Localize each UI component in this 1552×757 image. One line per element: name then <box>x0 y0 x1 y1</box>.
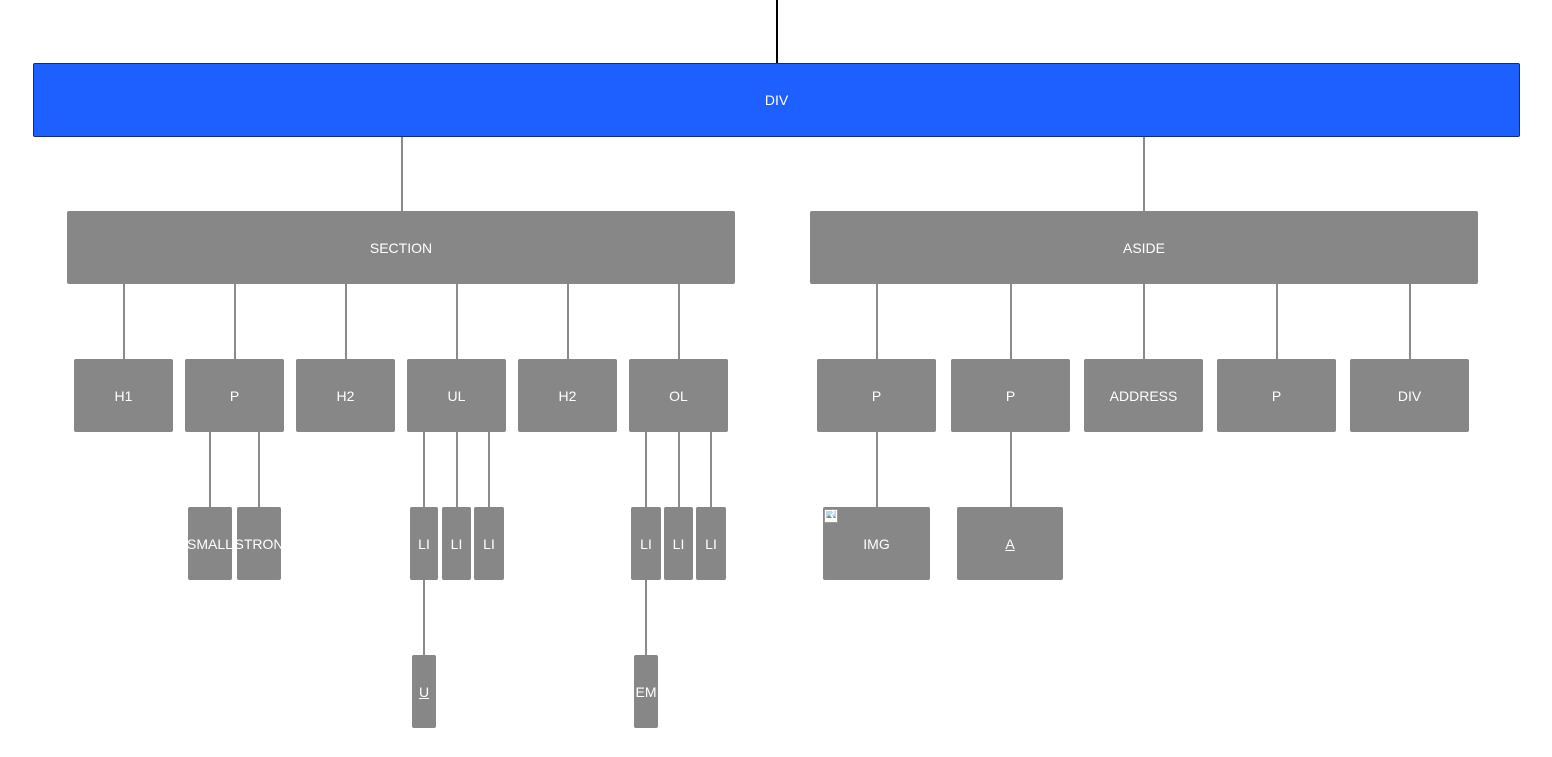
node-img[interactable]: IMG <box>823 507 930 580</box>
connector-aside-p-3 <box>1276 284 1278 359</box>
node-section[interactable]: SECTION <box>67 211 735 284</box>
broken-image-icon <box>824 509 838 523</box>
node-small[interactable]: SMALL <box>188 507 232 580</box>
node-label: SMALL <box>188 535 232 552</box>
node-label: EM <box>635 683 657 700</box>
node-label: LI <box>672 535 685 552</box>
connector-ol-li-1 <box>645 432 647 507</box>
node-ul[interactable]: UL <box>407 359 506 432</box>
node-address[interactable]: ADDRESS <box>1084 359 1203 432</box>
connector-ol-li-2 <box>678 432 680 507</box>
connector-ul-li-1 <box>423 432 425 507</box>
node-label: H1 <box>114 387 133 404</box>
connector-li-em <box>645 580 647 655</box>
node-label: STRON <box>237 535 281 552</box>
node-label: U <box>418 683 430 700</box>
connector-ul-li-2 <box>456 432 458 507</box>
connector-aside-address <box>1143 284 1145 359</box>
connector-section-ul <box>456 284 458 359</box>
connector-p-img <box>876 432 878 507</box>
root-parent-connector <box>776 0 778 64</box>
node-div-root[interactable]: DIV <box>33 63 1520 137</box>
node-strong[interactable]: STRON <box>237 507 281 580</box>
node-label: ADDRESS <box>1109 387 1178 404</box>
connector-ul-li-3 <box>488 432 490 507</box>
node-u[interactable]: U <box>412 655 436 728</box>
node-p-aside-2[interactable]: P <box>951 359 1070 432</box>
node-em[interactable]: EM <box>634 655 658 728</box>
connector-div-section <box>401 137 403 212</box>
connector-section-ol <box>678 284 680 359</box>
node-label: OL <box>669 387 688 404</box>
node-li-ol-1[interactable]: LI <box>631 507 661 580</box>
node-div-aside[interactable]: DIV <box>1350 359 1469 432</box>
connector-li-u <box>423 580 425 655</box>
connector-aside-p-1 <box>876 284 878 359</box>
node-label: P <box>871 387 882 404</box>
node-label: LI <box>418 535 430 552</box>
connector-section-h2 <box>345 284 347 359</box>
connector-p-strong <box>258 432 260 507</box>
node-li-ul-2[interactable]: LI <box>442 507 471 580</box>
node-label: P <box>1005 387 1016 404</box>
connector-section-h1 <box>123 284 125 359</box>
node-ol[interactable]: OL <box>629 359 728 432</box>
node-label: UL <box>447 387 466 404</box>
node-p-aside-1[interactable]: P <box>817 359 936 432</box>
node-label: LI <box>640 535 652 552</box>
node-label: DIV <box>1397 387 1422 404</box>
node-p-section[interactable]: P <box>185 359 284 432</box>
connector-section-p <box>234 284 236 359</box>
node-a[interactable]: A <box>957 507 1063 580</box>
connector-div-aside <box>1143 137 1145 212</box>
node-li-ul-1[interactable]: LI <box>410 507 438 580</box>
node-aside[interactable]: ASIDE <box>810 211 1478 284</box>
node-label: H2 <box>558 387 577 404</box>
connector-ol-li-3 <box>710 432 712 507</box>
node-h1[interactable]: H1 <box>74 359 173 432</box>
connector-aside-div <box>1409 284 1411 359</box>
node-label: DIV <box>764 92 789 108</box>
node-label: SECTION <box>369 239 433 256</box>
node-label: LI <box>483 535 495 552</box>
node-label: LI <box>705 535 717 552</box>
node-li-ol-3[interactable]: LI <box>696 507 726 580</box>
connector-p-small <box>209 432 211 507</box>
connector-aside-p-2 <box>1010 284 1012 359</box>
node-label: IMG <box>863 535 890 552</box>
node-label: ASIDE <box>1122 239 1165 256</box>
node-label: A <box>1005 535 1015 552</box>
node-p-aside-3[interactable]: P <box>1217 359 1336 432</box>
node-li-ol-2[interactable]: LI <box>664 507 693 580</box>
node-label: H2 <box>336 387 355 404</box>
node-label: LI <box>450 535 463 552</box>
connector-p-a <box>1010 432 1012 507</box>
node-li-ul-3[interactable]: LI <box>474 507 504 580</box>
connector-section-h2-second <box>567 284 569 359</box>
node-h2[interactable]: H2 <box>296 359 395 432</box>
node-label: P <box>1271 387 1282 404</box>
node-h2-second[interactable]: H2 <box>518 359 617 432</box>
node-label: P <box>229 387 240 404</box>
